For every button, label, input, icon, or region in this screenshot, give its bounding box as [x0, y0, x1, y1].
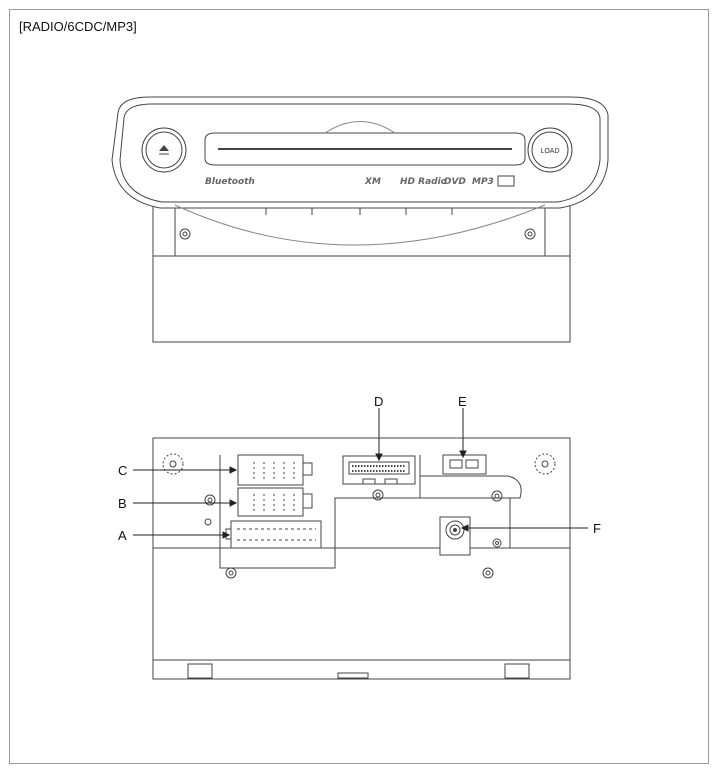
load-button[interactable]	[527, 127, 573, 173]
brand-hd-radio: HD Radio	[400, 177, 447, 187]
foot-center	[337, 672, 369, 679]
foot-right	[504, 663, 530, 679]
screw-rear-6	[482, 567, 494, 579]
brand-mp3: MP3	[472, 177, 494, 187]
antenna-jack	[439, 516, 471, 556]
callout-leaders	[133, 408, 588, 539]
mount-right	[534, 453, 556, 475]
mount-left	[162, 453, 184, 475]
front-view: LOAD Bluetooth XM HD Radio DVD MP3	[111, 96, 609, 343]
disc-logo	[497, 175, 515, 187]
eject-icon	[159, 145, 169, 155]
brand-bluetooth: Bluetooth	[205, 177, 255, 187]
front-housing	[152, 205, 571, 343]
connector-c	[237, 454, 313, 486]
screw-rear-4	[492, 538, 502, 548]
load-label: LOAD	[540, 148, 559, 155]
screw-rear-1	[204, 494, 216, 506]
screw-right	[524, 228, 536, 240]
callout-c: C	[118, 463, 127, 478]
screw-rear-5	[225, 567, 237, 579]
diagram-title: [RADIO/6CDC/MP3]	[19, 19, 137, 34]
rear-plate	[219, 455, 522, 569]
brand-dvd: DVD	[444, 177, 466, 187]
rear-view	[133, 408, 588, 680]
small-connector	[442, 454, 487, 475]
screw-left	[179, 228, 191, 240]
connector-b	[237, 487, 313, 517]
foot-left	[187, 663, 213, 679]
callout-a: A	[118, 528, 127, 543]
callout-b: B	[118, 496, 127, 511]
face-plate	[111, 96, 609, 209]
screw-rear-7	[204, 518, 212, 526]
disc-slot-bezel	[204, 132, 526, 166]
callout-e: E	[458, 394, 467, 409]
callout-f: F	[593, 521, 601, 536]
main-power-connector	[225, 520, 322, 549]
screw-rear-2	[372, 489, 384, 501]
screw-rear-3	[491, 490, 503, 502]
brand-xm: XM	[364, 177, 381, 187]
callout-d: D	[374, 394, 383, 409]
diagram-frame	[9, 9, 709, 764]
face-plate-inner	[119, 103, 601, 203]
